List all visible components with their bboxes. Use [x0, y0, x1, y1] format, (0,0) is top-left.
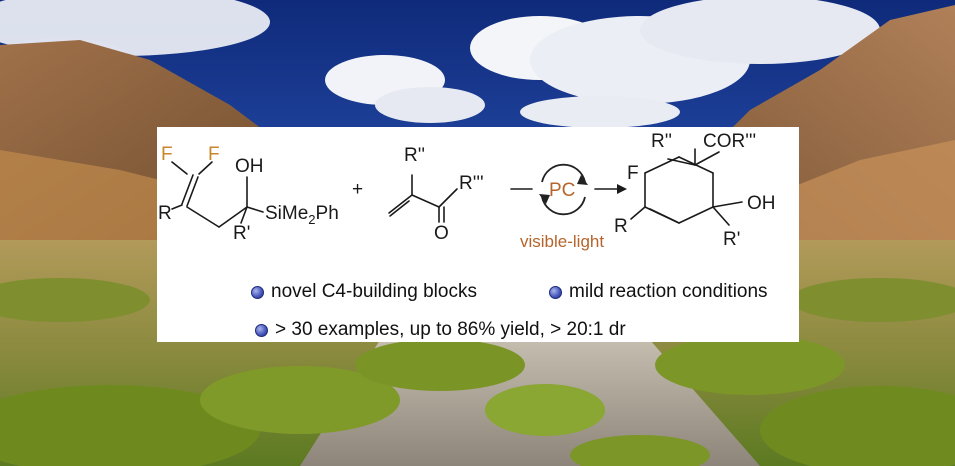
bullet-dot-icon: [255, 323, 268, 337]
visible-light-label: visible-light: [520, 232, 604, 251]
reactant1-r: R: [158, 203, 172, 224]
product-cor: COR''': [703, 131, 756, 152]
reactant1-hydroxyl: OH: [235, 156, 264, 177]
reactant1-fluorine-2: F: [208, 144, 220, 165]
reactant1-rprime: R': [233, 223, 250, 244]
bullet-dot-icon: [251, 285, 264, 299]
reactant1-silyl: SiMe2Ph: [265, 203, 339, 227]
product-rprime: R': [723, 229, 740, 250]
reactant2-oxygen: O: [434, 223, 449, 244]
bullet-dot-icon: [549, 285, 562, 299]
highlights-list: novel C4-building blocks mild reaction c…: [157, 127, 799, 342]
plus-sign: +: [352, 179, 363, 200]
reactant1-fluorine-1: F: [161, 144, 173, 165]
product-fluorine: F: [627, 163, 639, 184]
reaction-scheme: F F OH R R' SiMe2Ph + R'' R''' O PC visi…: [158, 131, 776, 251]
reaction-scheme-panel: F F OH R R' SiMe2Ph + R'' R''' O PC visi…: [157, 127, 799, 342]
photocatalyst-label: PC: [549, 180, 575, 201]
product-r: R: [614, 216, 628, 237]
highlight-item: > 30 examples, up to 86% yield, > 20:1 d…: [255, 319, 626, 341]
reactant2-r-triple-prime: R''': [459, 173, 484, 194]
highlight-item: novel C4-building blocks: [251, 281, 477, 303]
highlight-item: mild reaction conditions: [549, 281, 768, 303]
reactant2-r-double-prime: R'': [404, 145, 425, 166]
product-hydroxyl: OH: [747, 193, 776, 214]
product-r-double-prime: R'': [651, 131, 672, 152]
